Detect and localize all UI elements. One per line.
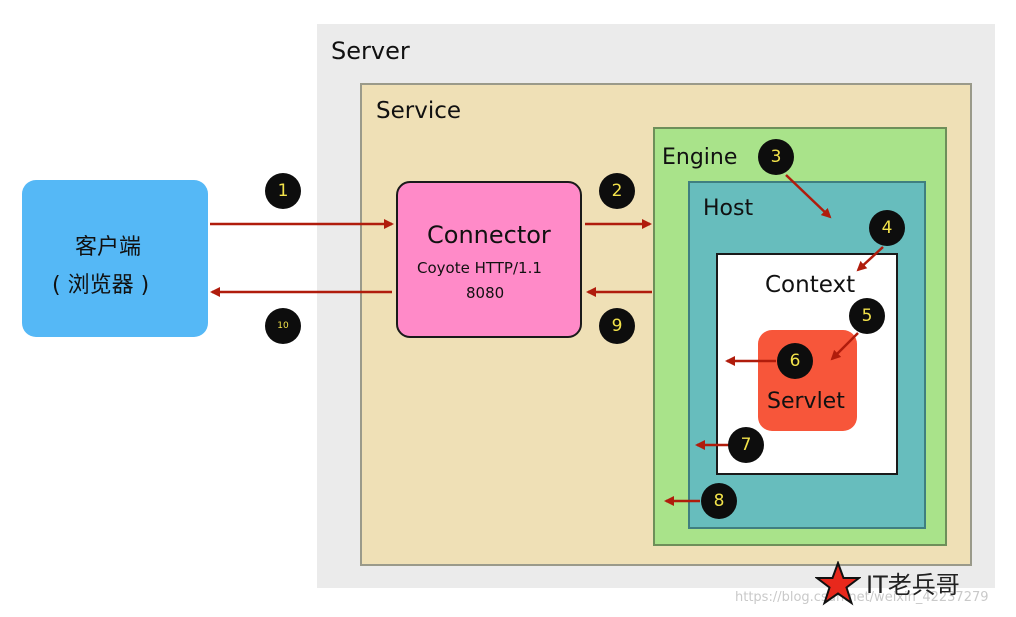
client-browser-label: ( 浏览器 ) (52, 273, 150, 298)
service-label: Service (376, 98, 462, 124)
servlet-box (758, 330, 857, 431)
step-9-badge: 9 (599, 308, 635, 344)
arrow-engine-to-host (785, 174, 832, 219)
arrow-context-to-servlet (830, 332, 859, 361)
client-browser-box (22, 180, 208, 337)
step-4-badge: 4 (869, 210, 905, 246)
host-label: Host (703, 196, 754, 221)
step-2-badge: 2 (599, 173, 635, 209)
step-7-badge: 7 (728, 427, 764, 463)
step-3-badge: 3 (758, 139, 794, 175)
servlet-label: Servlet (767, 389, 845, 414)
connector-title: Connector (427, 221, 551, 249)
connector-port: 8080 (466, 284, 505, 302)
client-label: 客户端 (75, 235, 142, 260)
server-label: Server (331, 37, 410, 65)
context-label: Context (765, 272, 856, 298)
brand-label: IT老兵哥 (866, 571, 960, 599)
step-8-badge: 8 (701, 483, 737, 519)
watermark-url: https://blog.csdn.net/weixin_42237279 (735, 590, 989, 605)
step-6-badge: 6 (777, 343, 813, 379)
step-5-badge: 5 (849, 298, 885, 334)
connector-box (396, 181, 582, 338)
step-10-badge: 10 (265, 308, 301, 344)
connector-protocol: Coyote HTTP/1.1 (417, 259, 542, 277)
step-1-badge: 1 (265, 173, 301, 209)
engine-label: Engine (662, 145, 738, 170)
star-icon (815, 561, 861, 606)
arrow-host-to-context (856, 246, 884, 272)
